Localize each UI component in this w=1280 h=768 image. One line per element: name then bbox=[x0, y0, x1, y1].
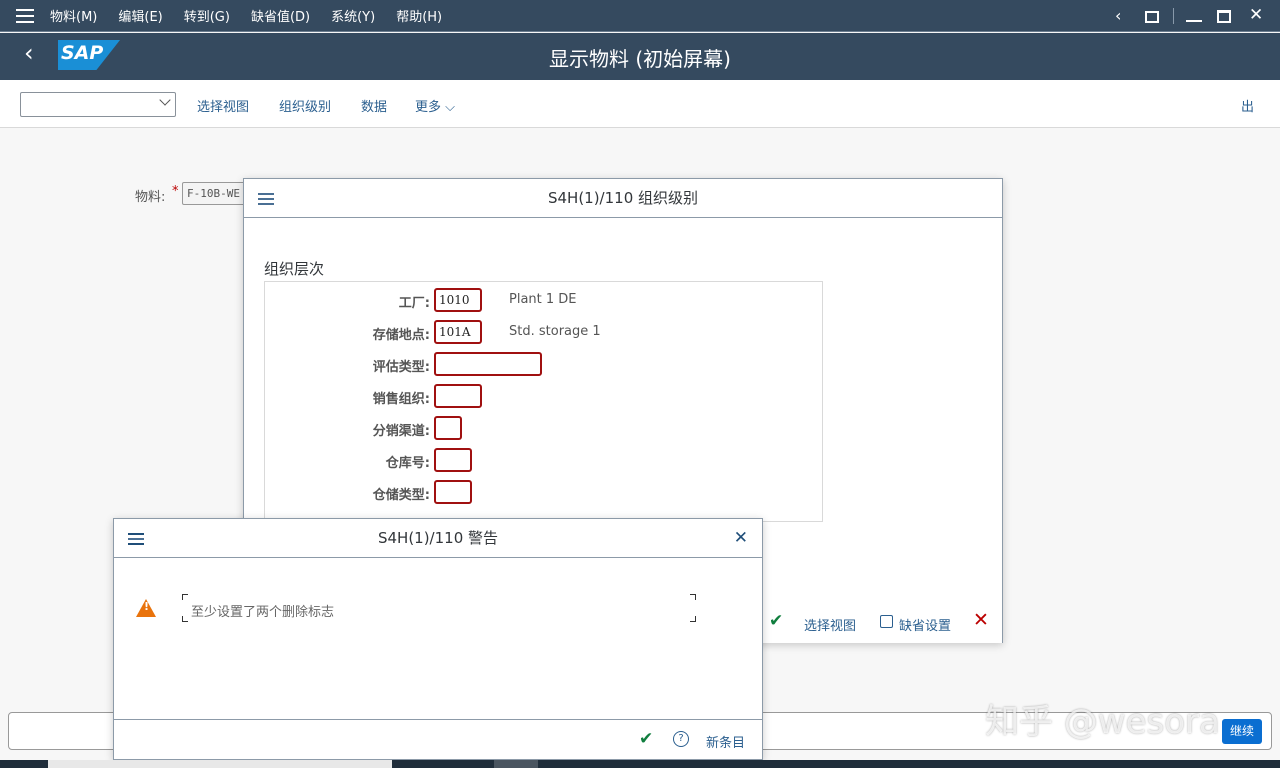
warning-icon-mark: ! bbox=[144, 600, 150, 613]
field-label: 仓储类型: bbox=[372, 488, 430, 503]
corner bbox=[182, 616, 188, 622]
chevron-down-icon: ⌵ bbox=[445, 100, 456, 115]
org-field-row: 分销渠道: bbox=[265, 416, 822, 442]
hamburger-menu-icon[interactable] bbox=[258, 193, 274, 205]
title-bar: ‹ SAP 显示物料 (初始屏幕) bbox=[0, 33, 1280, 80]
field-label: 评估类型: bbox=[372, 360, 430, 375]
footer-divider bbox=[114, 719, 762, 720]
menu-goto[interactable]: 转到(G) bbox=[183, 10, 230, 25]
field-label: 销售组织: bbox=[372, 392, 430, 407]
hamburger-menu-icon[interactable] bbox=[16, 9, 34, 23]
warning-dialog: S4H(1)/110 警告 ✕ ! 至少设置了两个删除标志 ✔ ? 新条目 bbox=[113, 518, 763, 760]
default-settings-button[interactable]: 缺省设置 bbox=[899, 619, 952, 634]
unlock-icon[interactable] bbox=[1145, 11, 1159, 23]
close-window-icon[interactable]: ✕ bbox=[1249, 5, 1264, 25]
save-icon bbox=[880, 615, 893, 628]
org-field-row: 评估类型: bbox=[265, 352, 822, 378]
org-field-row: 仓库号: bbox=[265, 448, 822, 474]
menu-help[interactable]: 帮助(H) bbox=[396, 10, 443, 25]
continue-button[interactable]: 继续 bbox=[1222, 719, 1262, 744]
data-link[interactable]: 数据 bbox=[361, 100, 388, 115]
accept-icon[interactable]: ✔ bbox=[639, 729, 654, 749]
taskbar-search[interactable] bbox=[48, 760, 392, 768]
exit-button[interactable]: 出 bbox=[1241, 100, 1255, 115]
org-levels-group: 工厂: 1010 Plant 1 DE 存储地点: 101A Std. stor… bbox=[264, 281, 823, 522]
org-field-row: 销售组织: bbox=[265, 384, 822, 410]
close-icon[interactable]: ✕ bbox=[733, 528, 748, 548]
new-entry-button[interactable]: 新条目 bbox=[706, 736, 746, 751]
dialog-header: S4H(1)/110 警告 ✕ bbox=[114, 519, 762, 558]
toolbar bbox=[0, 80, 1280, 128]
field-label: 工厂: bbox=[398, 296, 430, 311]
org-field-row: 工厂: 1010 Plant 1 DE bbox=[265, 288, 822, 314]
field-label: 分销渠道: bbox=[372, 424, 430, 439]
accept-icon[interactable]: ✔ bbox=[769, 611, 784, 631]
field-input[interactable]: 101A bbox=[434, 320, 482, 344]
menu-bar: 物料(M) 编辑(E) 转到(G) 缺省值(D) 系统(Y) 帮助(H) ‹ ✕ bbox=[0, 0, 1280, 32]
field-input[interactable] bbox=[434, 352, 542, 376]
field-description: Plant 1 DE bbox=[509, 292, 577, 307]
field-label: 仓库号: bbox=[385, 456, 430, 471]
taskbar-app[interactable] bbox=[494, 760, 538, 768]
section-title: 组织层次 bbox=[264, 260, 325, 278]
field-input[interactable]: 1010 bbox=[434, 288, 482, 312]
org-field-row: 仓储类型: bbox=[265, 480, 822, 506]
select-views-button[interactable]: 选择视图 bbox=[804, 619, 857, 634]
separator bbox=[1173, 8, 1174, 24]
dialog-title: S4H(1)/110 警告 bbox=[377, 529, 499, 547]
warning-message: 至少设置了两个删除标志 bbox=[191, 605, 335, 620]
warning-icon bbox=[136, 599, 156, 617]
field-label: 存储地点: bbox=[372, 328, 430, 343]
hamburger-menu-icon[interactable] bbox=[128, 533, 144, 545]
more-label: 更多 bbox=[415, 100, 442, 115]
field-input[interactable] bbox=[434, 448, 472, 472]
back-icon[interactable]: ‹ bbox=[24, 39, 34, 67]
watermark: 知乎 @wesora bbox=[985, 702, 1220, 742]
select-views-link[interactable]: 选择视图 bbox=[197, 100, 250, 115]
message-field: 至少设置了两个删除标志 bbox=[181, 593, 697, 623]
org-levels-link[interactable]: 组织级别 bbox=[279, 100, 332, 115]
menu-system[interactable]: 系统(Y) bbox=[331, 10, 376, 25]
org-field-row: 存储地点: 101A Std. storage 1 bbox=[265, 320, 822, 346]
page-title: 显示物料 (初始屏幕) bbox=[549, 47, 731, 71]
corner bbox=[690, 594, 696, 600]
field-input[interactable] bbox=[434, 480, 472, 504]
restore-icon[interactable] bbox=[1217, 10, 1231, 23]
collapse-icon[interactable]: ‹ bbox=[1115, 6, 1122, 25]
taskbar bbox=[0, 760, 1280, 768]
dialog-title: S4H(1)/110 组织级别 bbox=[547, 189, 699, 207]
material-label: 物料: bbox=[135, 190, 166, 205]
required-marker: * bbox=[172, 184, 179, 199]
menu-edit[interactable]: 编辑(E) bbox=[118, 10, 163, 25]
corner bbox=[690, 616, 696, 622]
field-description: Std. storage 1 bbox=[509, 324, 601, 339]
minimize-icon[interactable] bbox=[1186, 20, 1202, 22]
command-dropdown[interactable] bbox=[20, 92, 176, 117]
more-menu[interactable]: 更多 ⌵ bbox=[415, 96, 455, 115]
field-input[interactable] bbox=[434, 384, 482, 408]
chevron-down-icon bbox=[159, 94, 171, 106]
menu-defaults[interactable]: 缺省值(D) bbox=[250, 10, 311, 25]
cancel-icon[interactable]: ✕ bbox=[973, 609, 989, 631]
help-icon[interactable]: ? bbox=[673, 731, 689, 747]
field-input[interactable] bbox=[434, 416, 462, 440]
corner bbox=[182, 594, 188, 600]
menu-material[interactable]: 物料(M) bbox=[50, 10, 98, 25]
dialog-header: S4H(1)/110 组织级别 bbox=[244, 179, 1002, 218]
